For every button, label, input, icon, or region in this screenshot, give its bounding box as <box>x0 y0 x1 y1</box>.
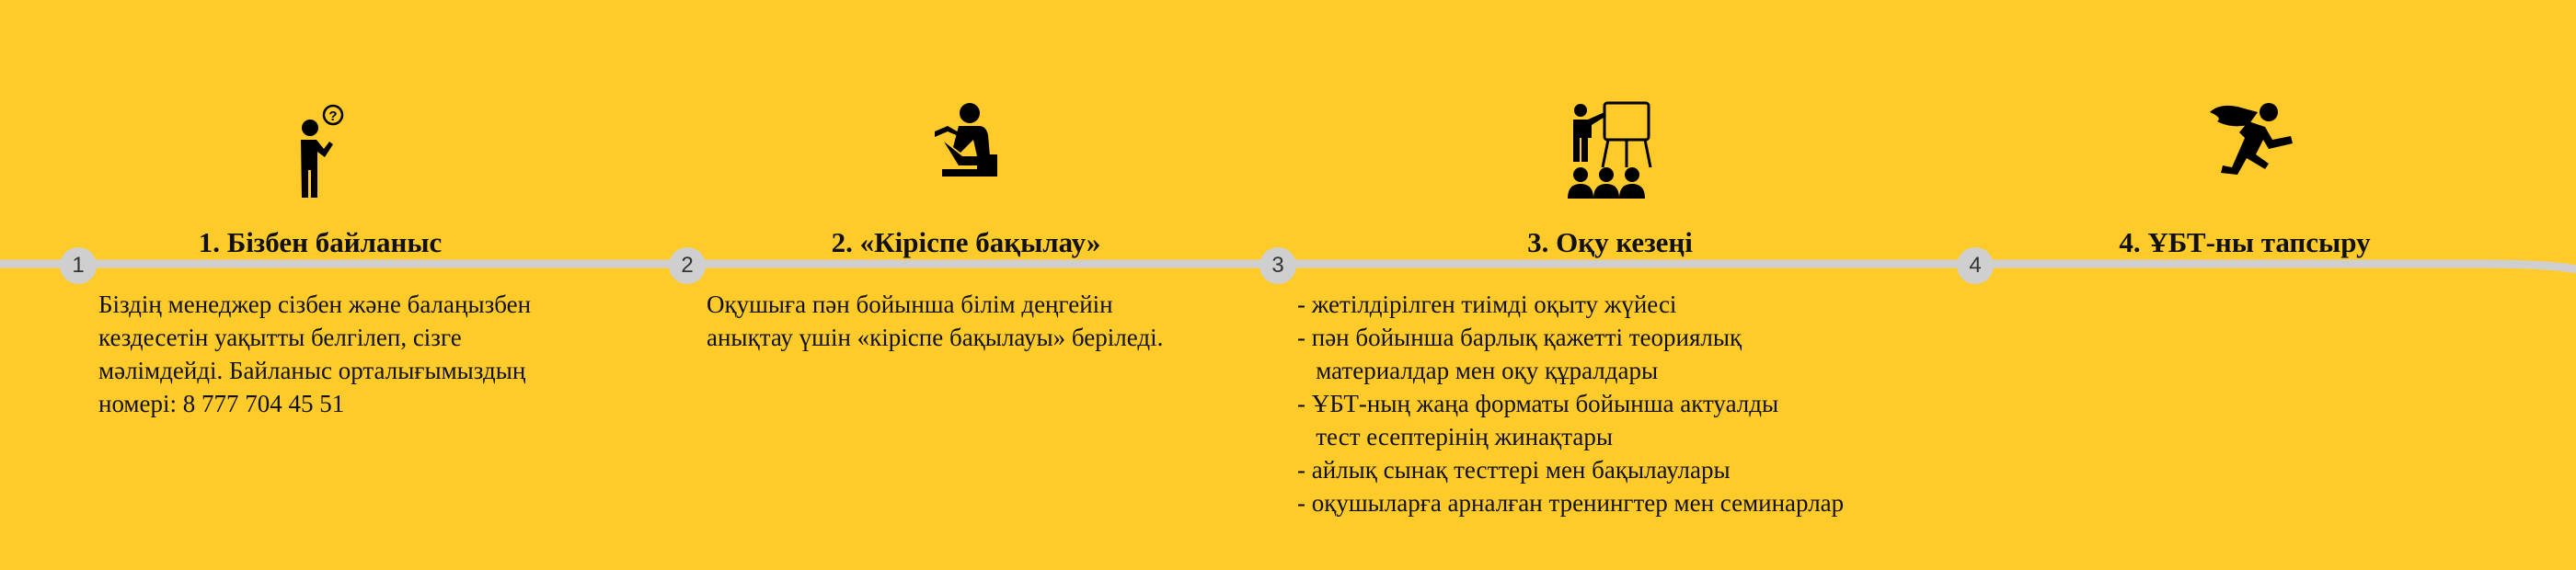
timeline-line <box>0 259 2576 274</box>
list-item: материалдар мен оқу құралдары <box>1297 357 1659 384</box>
step-3-list: - жетілдірілген тиімді оқыту жүйесі - пә… <box>1297 288 1844 519</box>
step-1-description: Біздің менеджер сізбен және балаңызбен к… <box>98 291 532 417</box>
list-item: - жетілдірілген тиімді оқыту жүйесі <box>1297 291 1677 318</box>
step-2-number: 2 <box>669 247 706 284</box>
step-3-number: 3 <box>1259 247 1296 284</box>
svg-text:?: ? <box>328 108 337 124</box>
running-hero-icon <box>2210 103 2293 175</box>
list-item: - айлық сынақ тесттері мен бақылаулары <box>1297 456 1731 484</box>
person-question-icon: ? <box>301 104 344 198</box>
step-2-title: 2. «Кіріспе бақылау» <box>831 226 1101 258</box>
reading-person-icon <box>935 103 997 177</box>
list-item: тест есептерінің жинақтары <box>1297 423 1613 450</box>
step-4-title: 4. ҰБТ-ны тапсыру <box>2119 226 2371 258</box>
list-item: - ҰБТ-ның жаңа форматы бойынша актуалды <box>1297 390 1779 417</box>
step-1-title: 1. Бізбен байланыс <box>198 226 443 258</box>
list-item: - оқушыларға арналған тренингтер мен сем… <box>1297 489 1845 517</box>
list-item: - пән бойынша барлық қажетті теориялық <box>1297 324 1742 351</box>
step-1-number: 1 <box>60 247 97 284</box>
teacher-board-icon <box>1568 101 1652 199</box>
step-2-description: Оқушыға пән бойынша білім деңгейін анықт… <box>707 291 1164 351</box>
step-3-title: 3. Оқу кезеңі <box>1527 226 1693 258</box>
step-4-number: 4 <box>1957 247 1994 284</box>
